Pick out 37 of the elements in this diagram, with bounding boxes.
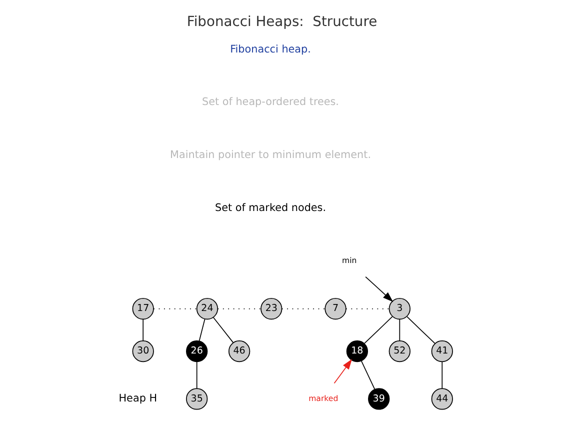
connector (196, 361, 197, 389)
label: Set of marked nodes. (214, 202, 326, 214)
connector (364, 316, 392, 344)
label: Fibonacci heap. (230, 43, 310, 56)
arrow (364, 276, 393, 302)
node-circle: 44 (430, 388, 452, 410)
connector (441, 361, 442, 389)
label: Heap H (118, 392, 157, 405)
node-circle: 18 (346, 340, 368, 362)
label: Maintain pointer to minimum element. (170, 149, 371, 162)
connector (198, 318, 205, 342)
node-text: marked (308, 394, 338, 403)
node-circle: 26 (186, 340, 208, 362)
node-circle: 7 (324, 298, 346, 320)
node-text: min (342, 256, 356, 266)
node-circle: 30 (132, 340, 154, 362)
connector (152, 308, 197, 310)
connector (360, 360, 375, 390)
node-circle: 46 (228, 340, 250, 362)
connector (216, 308, 261, 310)
connector (212, 317, 234, 343)
node-circle: 39 (368, 388, 390, 410)
connector (345, 308, 390, 310)
node-circle: 24 (196, 298, 218, 320)
arrow (333, 359, 352, 384)
node-circle: 52 (388, 340, 410, 362)
connector (142, 319, 144, 342)
node-circle: 17 (132, 298, 154, 320)
label: Set of heap-ordered trees. (202, 96, 338, 108)
node-circle: 3 (388, 298, 410, 320)
diagram-title: Fibonacci Heaps: Structure (186, 14, 377, 30)
node-circle: 41 (430, 340, 452, 362)
node-circle: 23 (260, 298, 282, 320)
connector (398, 319, 400, 342)
connector (406, 316, 435, 344)
connector (280, 308, 325, 310)
node-circle: 35 (186, 388, 208, 410)
